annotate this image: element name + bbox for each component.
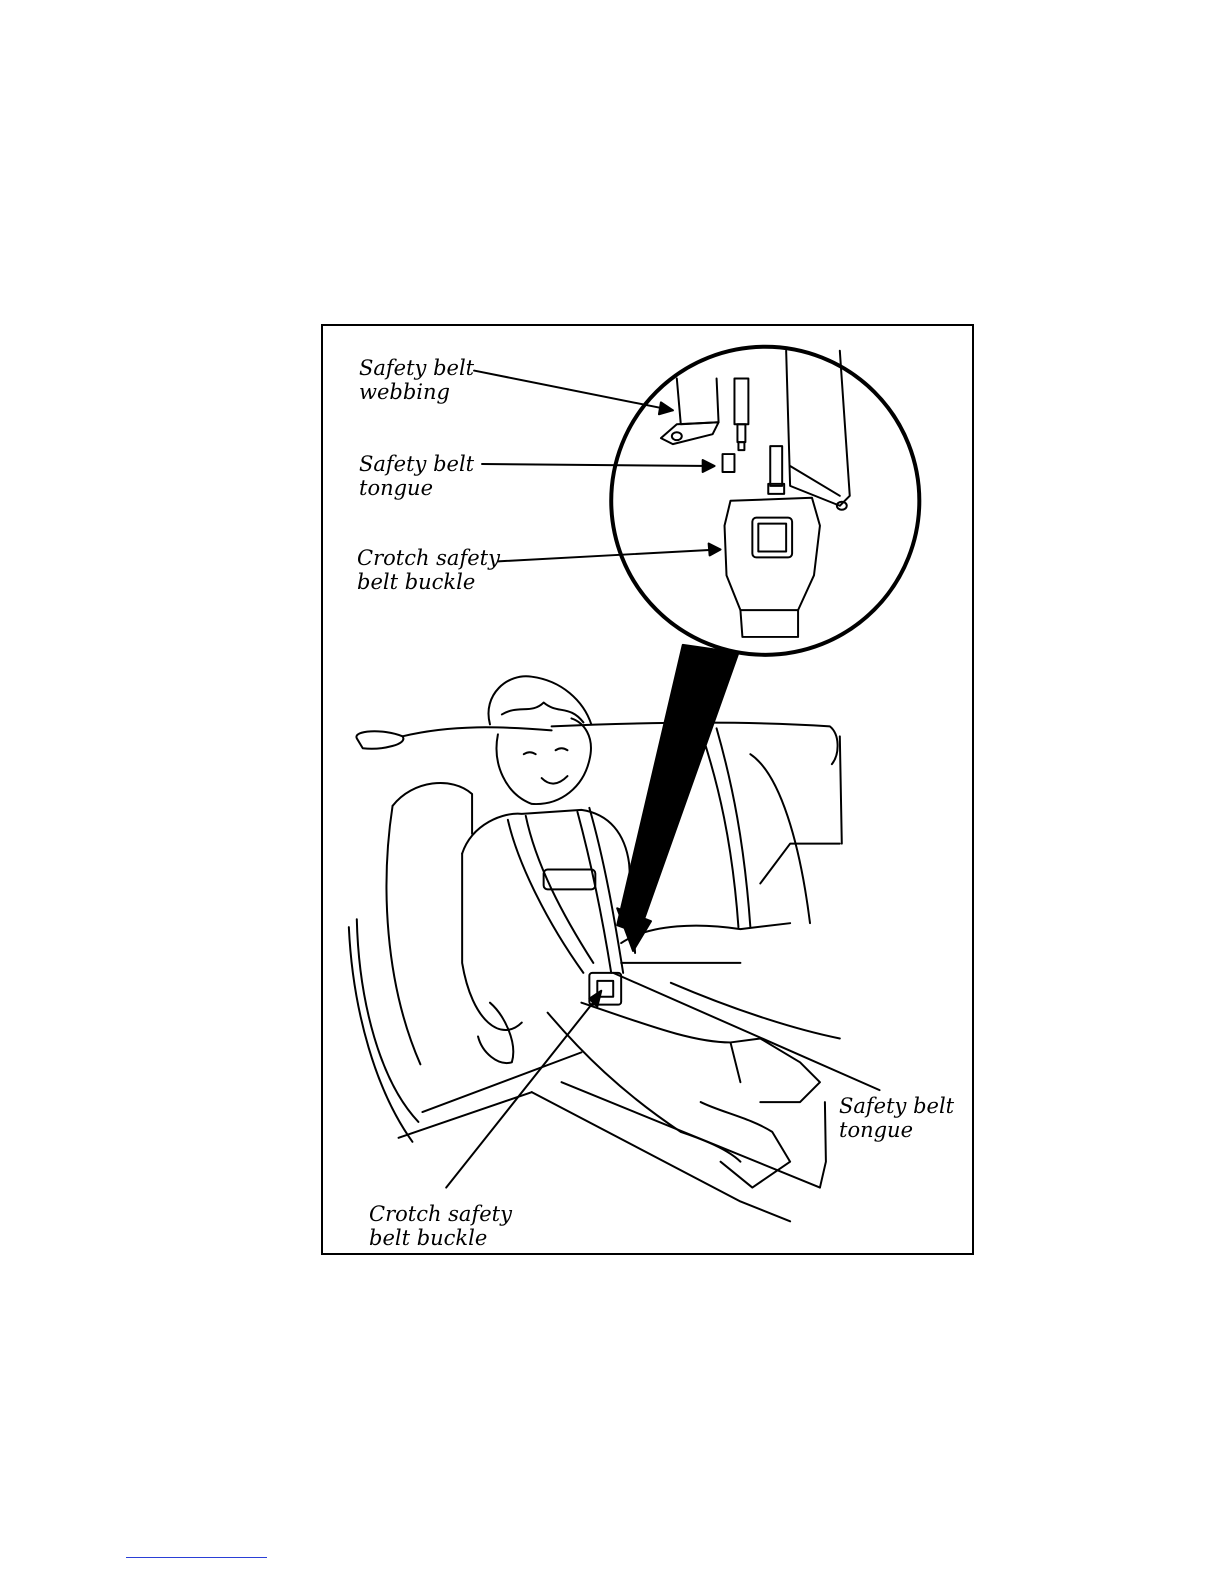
magnifier-pointer [617, 645, 738, 933]
figure-frame: Safety belt webbing Safety belt tongue C… [321, 324, 974, 1255]
callout-safety-belt-tongue-bottom: Safety belt tongue [839, 1094, 954, 1142]
callout-safety-belt-tongue-top: Safety belt tongue [359, 452, 474, 500]
callout-safety-belt-webbing: Safety belt webbing [359, 356, 474, 404]
callout-crotch-buckle-top: Crotch safety belt buckle [357, 546, 500, 594]
footer-rule [126, 1557, 267, 1558]
detail-magnifier [611, 347, 919, 655]
callout-crotch-buckle-bottom: Crotch safety belt buckle [369, 1202, 512, 1250]
